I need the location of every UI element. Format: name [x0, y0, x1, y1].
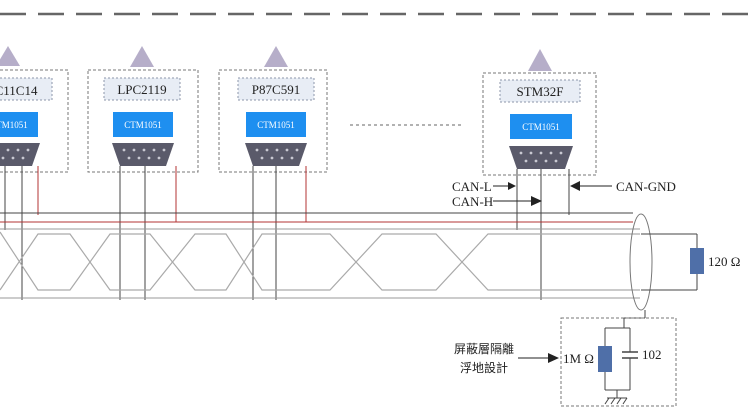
- node-4-frame: [482, 72, 597, 176]
- ground-icon: [604, 397, 628, 405]
- node-1-mcu-box: [0, 77, 53, 101]
- can-h-arrow-icon: [531, 196, 542, 206]
- shield-resistor-label: 1M Ω: [563, 351, 594, 366]
- node-2-antenna-icon: [130, 46, 154, 67]
- node-4-transceiver: [510, 114, 572, 139]
- node-4-mcu-label: STM32F: [517, 84, 564, 99]
- connector-pins: [1, 148, 563, 163]
- shield-box-frame: [560, 317, 677, 407]
- can-node-3: P87C591 CTM1051: [218, 46, 328, 173]
- node-drop-wires: [4, 166, 570, 300]
- can-l-arrow-icon: [508, 182, 516, 190]
- node-1-mcu-label: C11C14: [0, 83, 38, 98]
- node-3-mcu-box: [237, 77, 315, 101]
- can-node-4: STM32F CTM1051: [482, 49, 597, 176]
- node-3-mcu-label: P87C591: [252, 82, 300, 97]
- shield-isolation-box: 1M Ω 102: [560, 317, 677, 407]
- node-4-transceiver-label: CTM1051: [522, 122, 560, 132]
- node-3-transceiver-label: CTM1051: [257, 120, 295, 130]
- cable-end-ellipse: [629, 213, 653, 311]
- twisted-pair-strand-a: [0, 231, 640, 291]
- shield-resistor-icon: [598, 346, 612, 372]
- node-2-db9-connector-icon: [112, 143, 174, 166]
- node-3-db9-connector-icon: [245, 143, 307, 166]
- can-l-label: CAN-L: [452, 179, 492, 194]
- shield-note-line-1: 屏蔽層隔離: [454, 342, 514, 356]
- node-1-transceiver-label: CTM1051: [0, 120, 28, 130]
- node-1-transceiver: [0, 112, 38, 137]
- node-4-mcu-box: [499, 79, 581, 103]
- twisted-pair-strand-b: [0, 233, 640, 291]
- node-4-antenna-icon: [528, 49, 552, 71]
- node-1-db9-connector-icon: [0, 143, 40, 166]
- node-2-transceiver-label: CTM1051: [124, 120, 162, 130]
- can-gnd-arrow-icon: [570, 181, 580, 191]
- can-node-1: C11C14 CTM1051: [0, 46, 69, 173]
- node-2-frame: [87, 69, 199, 173]
- shield-note-line-2: 浮地設計: [460, 360, 508, 375]
- can-gnd-label: CAN-GND: [616, 179, 676, 194]
- node-2-mcu-label: LPC2119: [117, 82, 166, 97]
- node-2-transceiver: [113, 112, 173, 137]
- can-node-2: LPC2119 CTM1051: [87, 46, 199, 173]
- node-2-mcu-box: [103, 77, 181, 101]
- terminator-resistor-icon: [690, 248, 704, 274]
- capacitor-label: 102: [642, 347, 662, 362]
- can-h-label: CAN-H: [452, 194, 493, 209]
- node-1-antenna-icon: [0, 46, 20, 66]
- node-3-transceiver: [246, 112, 306, 137]
- terminator-label: 120 Ω: [708, 254, 740, 269]
- shield-note-arrow-icon: [548, 353, 559, 363]
- node-3-antenna-icon: [264, 46, 288, 67]
- node-4-db9-connector-icon: [509, 146, 573, 169]
